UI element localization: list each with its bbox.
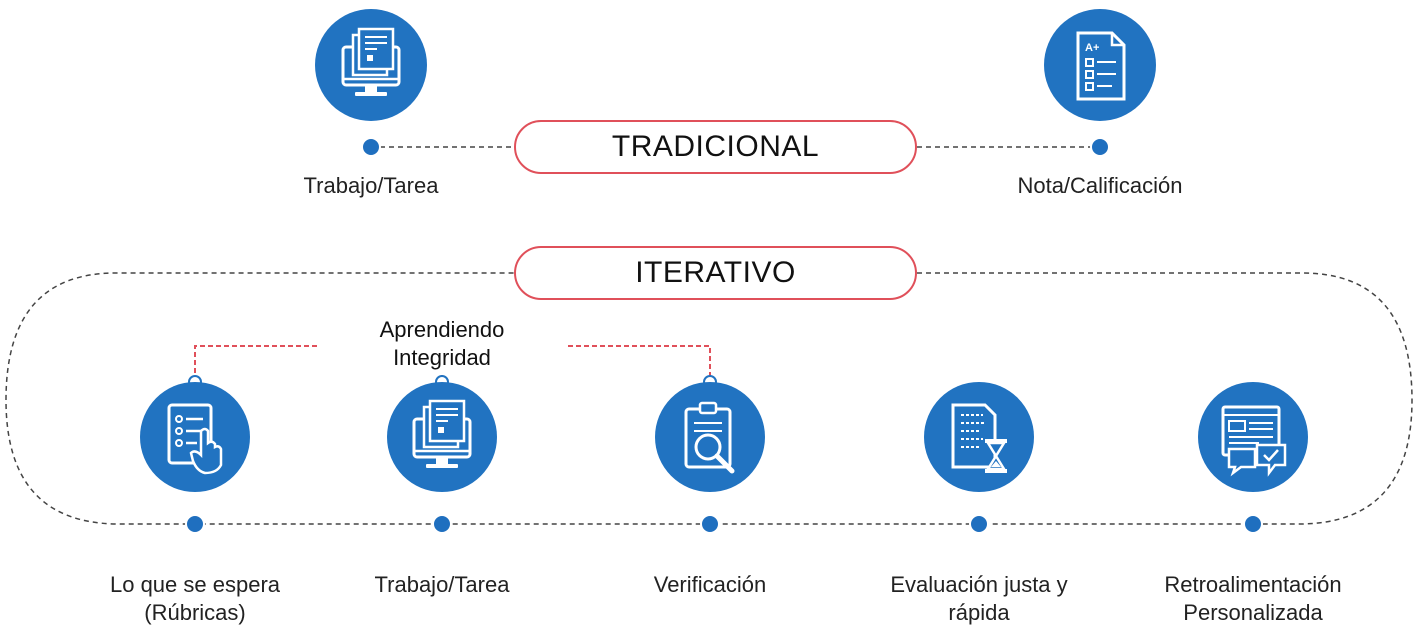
traditional-pill bbox=[514, 120, 917, 174]
document-hourglass-icon bbox=[924, 382, 1034, 492]
step-label-1-line1: Lo que se espera bbox=[109, 572, 281, 597]
step-label-5-line2: Personalizada bbox=[1183, 600, 1323, 625]
node-dot bbox=[1243, 514, 1263, 534]
checklist-hand-icon bbox=[140, 382, 250, 492]
iterative-step-2 bbox=[387, 375, 497, 534]
step-label-3: Verificación bbox=[605, 571, 815, 599]
step-label-4-line1: Evaluación justa y bbox=[890, 572, 1068, 597]
step-label-4: Evaluación justa y rápida bbox=[859, 571, 1099, 627]
node-dot bbox=[700, 514, 720, 534]
graded-document-icon bbox=[1044, 9, 1156, 121]
node-dot bbox=[432, 514, 452, 534]
step-label-1-line2: (Rúbricas) bbox=[144, 600, 246, 625]
overlay-line-1: Aprendiendo bbox=[379, 317, 505, 342]
iterative-pill bbox=[514, 246, 917, 300]
node-dot bbox=[969, 514, 989, 534]
connector-overlay-label: Aprendiendo Integridad bbox=[318, 316, 566, 374]
iterative-step-5 bbox=[1198, 382, 1308, 534]
traditional-left-label: Trabajo/Tarea bbox=[303, 173, 439, 198]
node-dot bbox=[1090, 137, 1110, 157]
traditional-right-label: Nota/Calificación bbox=[1017, 173, 1183, 198]
iterative-title: ITERATIVO bbox=[635, 256, 796, 289]
traditional-node-work bbox=[315, 9, 427, 157]
traditional-node-grade bbox=[1044, 9, 1156, 157]
step-label-1: Lo que se espera (Rúbricas) bbox=[85, 571, 305, 627]
traditional-title: TRADICIONAL bbox=[611, 130, 820, 163]
step-label-2-line1: Trabajo/Tarea bbox=[374, 572, 510, 597]
iterative-step-4 bbox=[924, 382, 1034, 534]
step-label-2: Trabajo/Tarea bbox=[337, 571, 547, 599]
iterative-step-3 bbox=[655, 375, 765, 534]
node-dot bbox=[361, 137, 381, 157]
step-label-5-line1: Retroalimentación bbox=[1164, 572, 1342, 597]
step-label-4-line2: rápida bbox=[948, 600, 1010, 625]
step-label-5: Retroalimentación Personalizada bbox=[1128, 571, 1378, 627]
node-dot bbox=[185, 514, 205, 534]
overlay-line-2: Integridad bbox=[393, 345, 491, 370]
step-label-3-line1: Verificación bbox=[653, 572, 767, 597]
iterative-step-1 bbox=[140, 375, 250, 534]
